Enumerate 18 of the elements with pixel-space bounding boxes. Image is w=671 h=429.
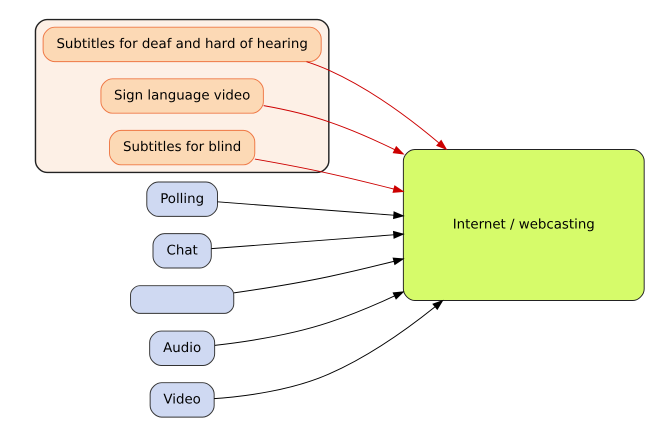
node-box: Subtitles for blind	[108, 130, 255, 166]
arrow	[216, 201, 404, 220]
cluster	[34, 18, 330, 174]
arrow	[254, 158, 404, 193]
arrow	[306, 61, 447, 150]
arrow	[214, 291, 404, 346]
node-box: Polling	[146, 182, 218, 217]
node-box: Sign language video	[100, 78, 264, 114]
node-box: Internet / webcasting	[402, 149, 644, 301]
node-box: Chat	[152, 233, 212, 268]
arrow	[213, 300, 444, 400]
node-box: Subtitles for deaf and hard of hearing	[42, 26, 322, 62]
arrow	[210, 230, 404, 250]
arrow	[262, 105, 404, 155]
node-box	[130, 285, 234, 314]
arrow	[232, 258, 404, 294]
node-box: Audio	[148, 330, 215, 366]
node-box: Video	[149, 382, 214, 418]
